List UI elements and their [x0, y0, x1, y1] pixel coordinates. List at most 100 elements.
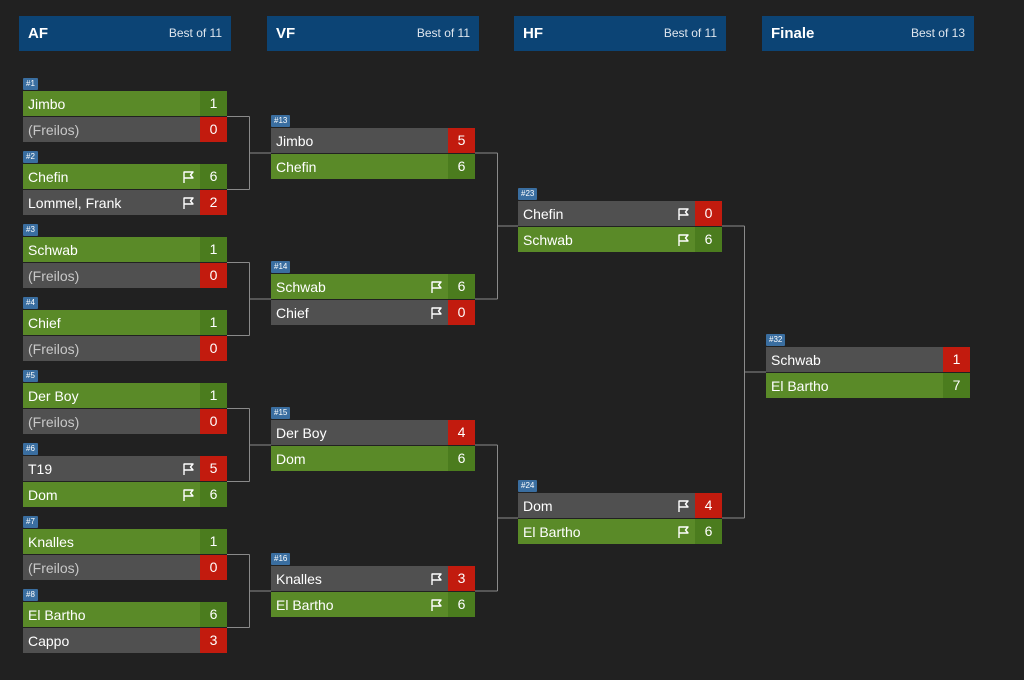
participant-row[interactable]: (Freilos)0 — [23, 336, 227, 361]
participant-score: 6 — [695, 226, 722, 252]
participant-name: Der Boy — [276, 424, 327, 441]
participant-score: 6 — [448, 591, 475, 617]
flag-icon[interactable] — [182, 488, 196, 502]
match-number-badge: #8 — [23, 589, 38, 601]
participant-row[interactable]: El Bartho 6 — [518, 518, 722, 544]
participant-score: 4 — [448, 419, 475, 445]
participant-name: Jimbo — [28, 96, 66, 112]
participant-score: 0 — [200, 117, 227, 142]
participant-row[interactable]: Der Boy 4 — [271, 419, 475, 445]
flag-icon[interactable] — [430, 280, 444, 294]
participant-row[interactable]: (Freilos) 0 — [23, 555, 227, 580]
participant-score: 6 — [448, 445, 475, 471]
participant-name: Der Boy — [28, 388, 79, 404]
participant-row[interactable]: (Freilos)0 — [23, 117, 227, 142]
participant-name: El Bartho — [28, 607, 86, 623]
participant-score: 0 — [695, 200, 722, 226]
participant-row[interactable]: (Freilos) 0 — [23, 409, 227, 434]
participant-name: (Freilos) — [28, 560, 80, 576]
participant-score: 5 — [200, 456, 227, 481]
participant-row[interactable]: Lommel, Frank 2 — [23, 190, 227, 215]
flag-icon[interactable] — [182, 196, 196, 210]
participant-name: Dom — [523, 497, 553, 514]
match-number-badge: #3 — [23, 224, 38, 236]
flag-icon[interactable] — [182, 462, 196, 476]
participant-name: Chief — [28, 315, 61, 331]
flag-icon[interactable] — [677, 499, 691, 513]
participant-score: 1 — [200, 383, 227, 408]
match-number-badge: #13 — [271, 114, 291, 127]
match-number-badge: #24 — [518, 479, 538, 492]
participant-name: El Bartho — [276, 596, 334, 613]
participant-score: 2 — [200, 190, 227, 215]
participant-name: Schwab — [771, 351, 821, 368]
round-best-of: Best of 13 — [910, 26, 965, 40]
participant-row[interactable]: Der Boy 1 — [23, 383, 227, 408]
match-number-badge: #6 — [23, 443, 38, 455]
flag-icon[interactable] — [677, 207, 691, 221]
participant-row[interactable]: Jimbo 1 — [23, 91, 227, 116]
participant-row[interactable]: El Bartho 6 — [271, 591, 475, 617]
participant-name: Dom — [28, 487, 58, 503]
match-number-badge: #4 — [23, 297, 38, 309]
participant-name: Chefin — [28, 169, 69, 185]
flag-icon[interactable] — [430, 306, 444, 320]
flag-icon[interactable] — [430, 572, 444, 586]
participant-name: Cappo — [28, 633, 70, 649]
participant-score: 6 — [200, 602, 227, 627]
participant-score: 6 — [695, 518, 722, 544]
participant-name: Jimbo — [276, 132, 314, 149]
match-number-badge: #23 — [518, 187, 538, 200]
match-number-badge: #5 — [23, 370, 38, 382]
participant-score: 1 — [200, 91, 227, 116]
participant-name: (Freilos) — [28, 414, 80, 430]
participant-row[interactable]: (Freilos)0 — [23, 263, 227, 288]
match-number-badge: #2 — [23, 151, 38, 163]
round-name: VF — [276, 25, 296, 42]
participant-name: El Bartho — [523, 523, 581, 540]
participant-score: 0 — [200, 555, 227, 580]
flag-icon[interactable] — [677, 525, 691, 539]
flag-icon[interactable] — [182, 170, 196, 184]
flag-icon[interactable] — [430, 598, 444, 612]
participant-score: 0 — [200, 409, 227, 434]
participant-name: Lommel, Frank — [28, 195, 122, 211]
participant-row[interactable]: El Bartho 6 — [23, 602, 227, 627]
flag-icon[interactable] — [677, 233, 691, 247]
